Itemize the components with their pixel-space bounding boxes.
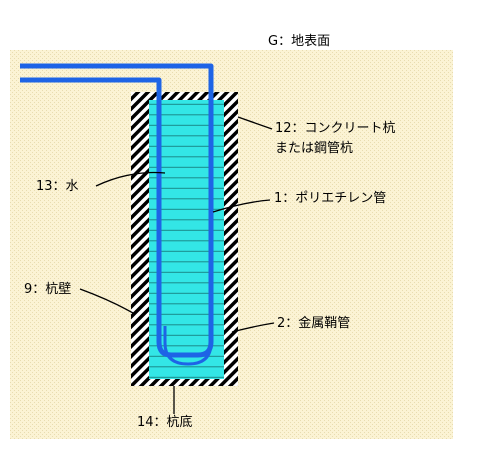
label-concrete-pile: 12：コンクリート杭 <box>275 121 396 136</box>
label-water: 13：水 <box>36 179 79 194</box>
polyethylene-pipe <box>20 63 214 358</box>
leader-pipe <box>212 199 271 213</box>
leader-wall <box>79 288 134 314</box>
label-polyethylene-pipe: 1：ポリエチレン管 <box>274 191 386 206</box>
label-ground-surface: G：地表面 <box>268 34 330 49</box>
leader-water <box>95 171 166 187</box>
label-pile-wall: 9：杭壁 <box>24 282 71 297</box>
label-pile-bottom: 14：杭底 <box>137 414 193 430</box>
label-metal-sheath: 2：金属鞘管 <box>277 315 350 331</box>
label-concrete-pile-line2: または鋼管杭 <box>275 141 353 156</box>
leader-sheath <box>231 322 275 333</box>
leader-pile <box>237 116 273 130</box>
